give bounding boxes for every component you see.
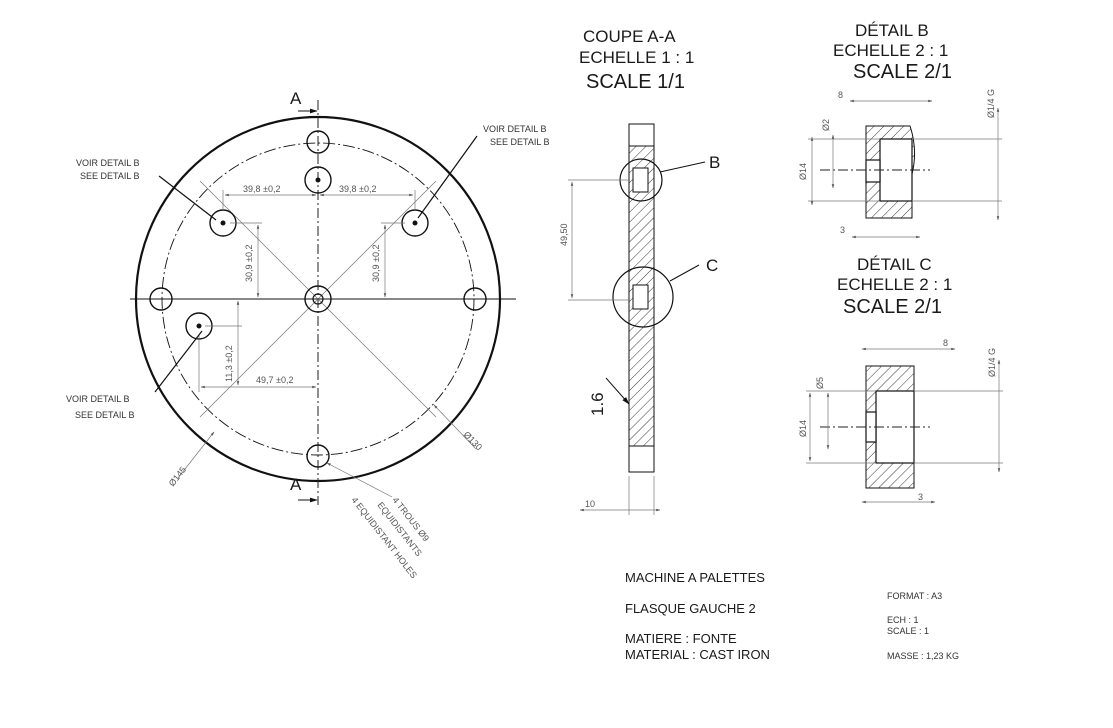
section-scale-en: SCALE 1/1 [586, 71, 685, 93]
section-scale-fr: ECHELLE 1 : 1 [579, 48, 694, 67]
callout-tl-fr: VOIR DETAIL B [76, 158, 140, 168]
detail-b-port [865, 159, 881, 183]
callout-bl-en: SEE DETAIL B [75, 410, 135, 420]
bolt-hole-right [463, 287, 487, 311]
dim-10: 10 [585, 499, 595, 509]
section-port-b [632, 167, 649, 193]
chamfer-leader [605, 377, 630, 405]
title-mass: MASSE : 1,23 KG [887, 651, 959, 661]
center-hole-outer [304, 285, 332, 313]
dim-outer-dia: Ø145 [167, 465, 188, 489]
section-label-b: B [709, 153, 720, 172]
dim-39-8-left: 39,8 ±0,2 [243, 184, 280, 194]
detail-b-thread-label: Ø1/4 G [986, 89, 996, 118]
callout-tr-leader [417, 135, 478, 219]
detail-c-thread-label: Ø1/4 G [987, 348, 997, 377]
bolt-hole-top [306, 130, 330, 154]
detail-c-dim-d5-label: Ø5 [815, 377, 825, 389]
callout-tr-en: SEE DETAIL B [490, 137, 550, 147]
title-ech: ECH : 1 [887, 615, 919, 625]
detail-b-title: DÉTAIL B [855, 21, 929, 40]
title-scale: SCALE : 1 [887, 626, 929, 636]
title-material-en: MATERIAL : CAST IRON [625, 647, 770, 662]
center-hole-inner [312, 293, 324, 305]
callout-tl-leader [158, 175, 217, 221]
section-label-c: C [706, 256, 718, 275]
title-material-fr: MATIERE : FONTE [625, 631, 737, 646]
detail-c-scale-en: SCALE 2/1 [843, 296, 942, 318]
section-title: COUPE A-A [583, 27, 676, 46]
callout-bl-fr: VOIR DETAIL B [66, 394, 130, 404]
detail-b: DÉTAIL B ECHELLE 2 : 1 SCALE 2/1 8 3 Ø2 … [798, 21, 1002, 239]
oil-holes [185, 166, 429, 340]
dim-30-9-left: 30,9 ±0,2 [244, 245, 254, 282]
dim-11-3: 11,3 ±0,2 [224, 345, 234, 382]
dim-39-8-right: 39,8 ±0,2 [339, 184, 376, 194]
section-label-bottom: A [290, 475, 302, 494]
detail-c-dim-d14-label: Ø14 [798, 420, 808, 437]
bolt-hole-left [149, 287, 173, 311]
detail-b-scale-en: SCALE 2/1 [853, 61, 952, 83]
detail-b-dim-3-label: 3 [840, 225, 845, 235]
dim-leader-outer-dia [177, 431, 215, 479]
dim-leader-pcd [433, 404, 477, 450]
oil-hole-right-dot [412, 220, 418, 226]
diagonal-axis-2 [199, 180, 437, 418]
detail-c-leader [669, 264, 700, 282]
oil-hole-bottom-left-dot [196, 323, 202, 329]
detail-b-dim-d2-label: Ø2 [821, 119, 831, 131]
detail-b-scale-fr: ECHELLE 2 : 1 [833, 41, 948, 60]
chamfer-label: 1.6 [588, 392, 607, 416]
detail-c-scale-fr: ECHELLE 2 : 1 [837, 275, 952, 294]
callout-tr-fr: VOIR DETAIL B [483, 124, 547, 134]
dim-49-7: 49,7 ±0,2 [256, 375, 293, 385]
holes-note-leader [326, 462, 393, 498]
oil-hole-top [304, 166, 332, 194]
oil-hole-top-dot [315, 177, 321, 183]
section-label-top: A [290, 89, 302, 108]
section-port-c [632, 284, 649, 310]
bolt-holes [149, 130, 487, 468]
detail-c-title: DÉTAIL C [857, 255, 932, 274]
title-machine: MACHINE A PALETTES [625, 570, 765, 585]
detail-c-dim-3-label: 3 [918, 492, 923, 502]
detail-b-dim-d14-label: Ø14 [798, 163, 808, 180]
dim-30-9-right: 30,9 ±0,2 [371, 245, 381, 282]
section-hole-bottom [628, 445, 655, 473]
title-part: FLASQUE GAUCHE 2 [625, 601, 756, 616]
title-block: MACHINE A PALETTES FLASQUE GAUCHE 2 MATI… [625, 570, 959, 662]
detail-b-dim-8-label: 8 [838, 90, 843, 100]
oil-hole-left-dot [220, 220, 226, 226]
detail-c-circle [612, 266, 674, 328]
detail-c: DÉTAIL C ECHELLE 2 : 1 SCALE 2/1 8 3 Ø5 … [798, 255, 1003, 504]
section-view: COUPE A-A ECHELLE 1 : 1 SCALE 1/1 B C 49… [559, 27, 720, 515]
front-view: A A 39,8 ±0,2 39,8 ±0,2 30,9 ±0,2 30,9 ±… [66, 89, 550, 580]
bolt-hole-bottom [306, 444, 330, 468]
section-hole-top [628, 123, 655, 147]
title-format: FORMAT : A3 [887, 591, 942, 601]
dim-pcd: Ø130 [462, 429, 484, 452]
detail-b-leader [659, 161, 706, 173]
dim-49-50: 49,50 [559, 223, 569, 246]
callout-bl-leader [154, 330, 203, 393]
callout-tl-en: SEE DETAIL B [80, 171, 140, 181]
detail-c-dim-8-label: 8 [943, 338, 948, 348]
